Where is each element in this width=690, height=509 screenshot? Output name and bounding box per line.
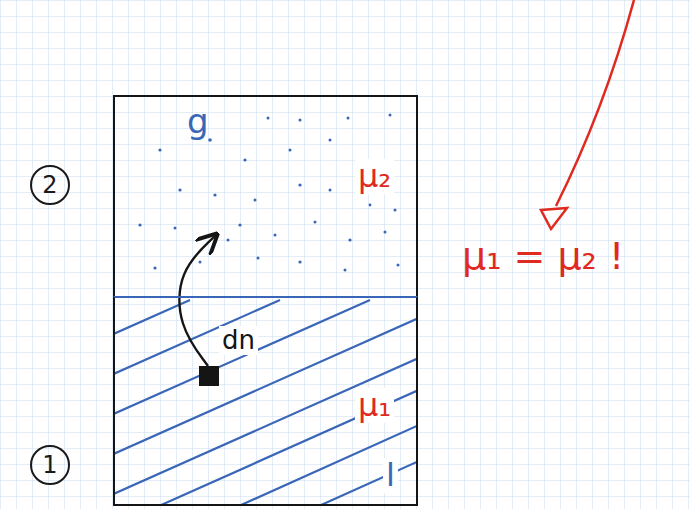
liquid-phase-band: dn μ₁ l bbox=[113, 296, 418, 506]
callout-number: 2 bbox=[30, 165, 70, 205]
liquid-hatching bbox=[114, 300, 417, 504]
chemical-potential: μ₁ bbox=[355, 388, 394, 423]
phase-letter: g bbox=[187, 103, 209, 140]
gas-dots bbox=[138, 114, 399, 272]
amount-label: dn bbox=[219, 326, 258, 355]
gas-phase-band: g μ₂ bbox=[113, 95, 418, 298]
equilibrium-condition: μ₁ = μ₂ ! bbox=[462, 236, 624, 278]
callout-arrow bbox=[541, 0, 634, 229]
particle-square bbox=[199, 366, 219, 386]
chemical-potential: μ₂ bbox=[355, 159, 394, 194]
phase-letter: l bbox=[383, 458, 398, 493]
transfer-arrow bbox=[179, 236, 215, 366]
callout-number: 1 bbox=[30, 445, 70, 485]
